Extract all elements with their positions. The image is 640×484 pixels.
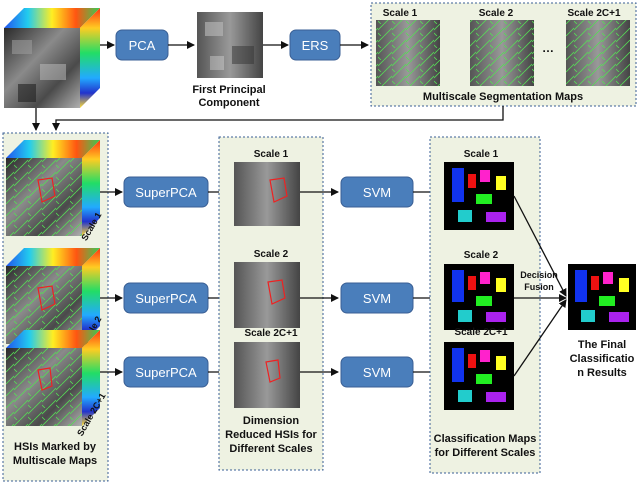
arrow-maps-feedback: [52, 106, 504, 131]
arrow-cls1-to-final: [513, 195, 567, 297]
cls-scale2-label: Scale 2: [464, 250, 499, 261]
first-pc-label-1: First Principal: [192, 84, 265, 96]
pca-box: PCA: [115, 29, 169, 61]
cls-label-2: for Different Scales: [435, 447, 536, 459]
class-map-2: [444, 264, 514, 330]
svm-box-1: SVM: [340, 176, 414, 208]
first-pc-label-2: Component: [198, 97, 259, 109]
marked-cube-3: Scale 2C+1: [6, 330, 108, 438]
dr-label-3: Different Scales: [229, 443, 312, 455]
svm-box-3: SVM: [340, 356, 414, 388]
superpca-box-1: SuperPCA: [123, 176, 209, 208]
final-label-2: Classificatio: [570, 353, 635, 365]
classification-panel: Scale 1 Scale 2 Scale 2C+1: [429, 136, 541, 474]
svm-label-3: SVM: [363, 365, 391, 380]
svm-label-1: SVM: [363, 185, 391, 200]
svm-box-2: SVM: [340, 282, 414, 314]
svm-label-2: SVM: [363, 291, 391, 306]
seg-dots: …: [542, 41, 554, 55]
dimension-reduced-panel: Scale 1 Scale 2 … Scale 2C+1 Dimension R…: [218, 136, 324, 471]
dr-scale1-label: Scale 1: [254, 149, 289, 160]
pca-label: PCA: [129, 38, 156, 53]
seg-scale1-label: Scale 1: [383, 8, 418, 19]
final-label-3: n Results: [577, 367, 627, 379]
dr-dots: …: [265, 336, 275, 347]
cls-scale1-label: Scale 1: [464, 149, 499, 160]
cls-scaleN-label: Scale 2C+1: [454, 327, 508, 338]
superpca-box-2: SuperPCA: [123, 282, 209, 314]
segmentation-panel: Scale 1 Scale 2 Scale 2C+1 … Multiscale …: [370, 2, 637, 107]
superpca-label-1: SuperPCA: [135, 185, 197, 200]
ers-box: ERS: [289, 29, 341, 61]
dr-scaleN-label: Scale 2C+1: [244, 328, 298, 339]
hsi-marked-label-1: HSIs Marked by: [14, 441, 97, 453]
ers-label: ERS: [302, 38, 329, 53]
dr-scale2-label: Scale 2: [254, 249, 289, 260]
final-label-1: The Final: [578, 339, 626, 351]
hsi-marked-label-2: Multiscale Maps: [13, 455, 97, 467]
seg-scaleN-label: Scale 2C+1: [567, 8, 621, 19]
dr-label-2: Reduced HSIs for: [225, 429, 317, 441]
class-map-1: [444, 162, 514, 230]
superpca-box-3: SuperPCA: [123, 356, 209, 388]
final-classification-map: [568, 264, 636, 330]
marked-cube-2: Scale 2: [6, 248, 103, 346]
decision-label-2: Fusion: [524, 282, 554, 292]
multiscale-maps-label: Multiscale Segmentation Maps: [423, 91, 583, 103]
superpca-label-3: SuperPCA: [135, 365, 197, 380]
first-pc-image: [197, 12, 263, 78]
seg-scale2-label: Scale 2: [479, 8, 514, 19]
cls-label-1: Classification Maps: [434, 433, 537, 445]
decision-label-1: Decision: [520, 270, 558, 280]
class-map-3: [444, 342, 514, 410]
marked-cube-1: Scale 1: [6, 140, 103, 242]
superpca-label-2: SuperPCA: [135, 291, 197, 306]
arrow-cls3-to-final: [513, 299, 567, 377]
input-hsi-cube: [4, 8, 100, 108]
dr-label-1: Dimension: [243, 415, 300, 427]
